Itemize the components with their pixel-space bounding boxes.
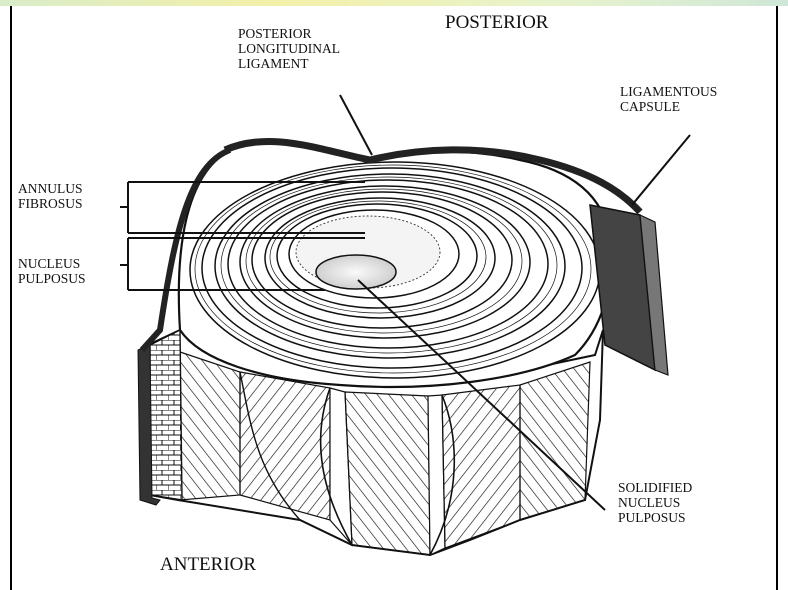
solidified-nucleus-shape xyxy=(316,255,396,289)
disc-top-surface xyxy=(179,144,611,387)
nucleus-pulposus-label: NUCLEUS PULPOSUS xyxy=(18,256,86,286)
anterior-layer-strip xyxy=(138,330,182,505)
posterior-longitudinal-ligament-label: POSTERIOR LONGITUDINAL LIGAMENT xyxy=(238,26,340,71)
ligamentous-capsule-label: LIGAMENTOUS CAPSULE xyxy=(620,84,717,114)
posterior-label: POSTERIOR xyxy=(445,12,548,33)
solidified-nucleus-pulposus-label: SOLIDIFIED NUCLEUS PULPOSUS xyxy=(618,480,692,525)
annulus-fibrosus-label: ANNULUS FIBROSUS xyxy=(18,181,83,211)
anterior-label: ANTERIOR xyxy=(160,554,256,575)
